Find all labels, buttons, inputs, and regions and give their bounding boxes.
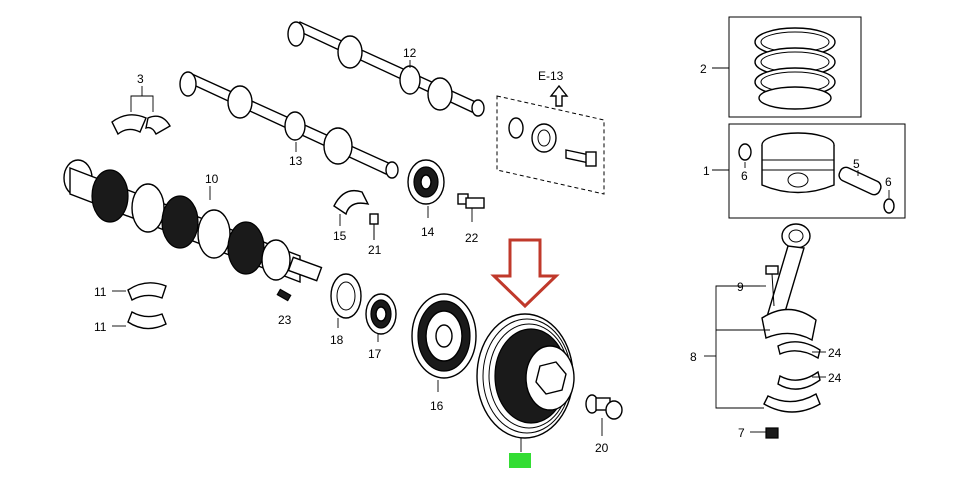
thrust-washers	[111, 114, 171, 136]
callout-22: 22	[465, 231, 479, 245]
crank-plate	[330, 273, 362, 319]
rod-bolt	[765, 265, 779, 307]
small-gear	[531, 123, 557, 153]
timing-pulley	[411, 293, 477, 379]
callout-15: 15	[333, 229, 347, 243]
guide-bolt	[369, 213, 379, 240]
piston-ring-set	[728, 16, 862, 118]
callout-18: 18	[330, 333, 344, 347]
callout-17: 17	[368, 347, 382, 361]
piston-pin-clip-left	[738, 143, 752, 161]
washer	[508, 117, 524, 139]
callout-21: 21	[368, 243, 382, 257]
rod-nut	[765, 427, 779, 439]
callout-6-left: 6	[741, 169, 748, 183]
piston-pin-clip-right	[883, 198, 895, 214]
callout-12: 12	[403, 46, 417, 60]
crankshaft-pulley	[476, 313, 575, 439]
main-bearing-upper	[127, 282, 167, 302]
reference-arrow-icon	[549, 84, 569, 107]
rod-bearing-upper	[777, 341, 821, 360]
rod-bearing-lower	[777, 370, 821, 390]
callout-6-right: 6	[885, 175, 892, 189]
callout-2: 2	[700, 62, 707, 76]
callout-23: 23	[278, 313, 292, 327]
callout-8: 8	[690, 350, 697, 364]
main-bearing-lower	[127, 310, 167, 330]
callout-9: 9	[737, 280, 744, 294]
callout-20: 20	[595, 441, 609, 455]
crankshaft	[63, 159, 323, 284]
connecting-rod-assembly	[761, 223, 817, 342]
piston-assembly	[728, 123, 906, 219]
callout-5: 5	[853, 157, 860, 171]
reference-box	[496, 95, 605, 195]
callout-3: 3	[137, 72, 144, 86]
highlight-badge	[509, 453, 531, 468]
pulley-hex-hub	[535, 361, 567, 395]
pulley-bolt	[585, 394, 623, 420]
callout-14: 14	[421, 225, 435, 239]
highlight-arrow-icon	[490, 238, 560, 309]
callout-1: 1	[703, 164, 710, 178]
callout-16: 16	[430, 399, 444, 413]
gear-bolt	[457, 193, 485, 209]
drive-gear	[407, 159, 445, 205]
rod-cap	[763, 392, 821, 413]
callout-11-upper: 11	[94, 285, 107, 299]
callout-11-lower: 11	[94, 320, 107, 334]
balancer-shaft-lower	[179, 71, 399, 179]
callout-24-upper: 24	[828, 346, 842, 360]
crank-sprocket	[365, 293, 397, 335]
reference-label: E-13	[538, 69, 564, 83]
piston-pin	[838, 166, 882, 196]
callout-24-lower: 24	[828, 371, 842, 385]
callout-7: 7	[738, 426, 745, 440]
callout-13: 13	[289, 154, 303, 168]
callout-10: 10	[205, 172, 219, 186]
crank-guide	[333, 189, 370, 216]
balancer-shaft-upper	[287, 21, 485, 117]
woodruff-key	[276, 288, 292, 302]
